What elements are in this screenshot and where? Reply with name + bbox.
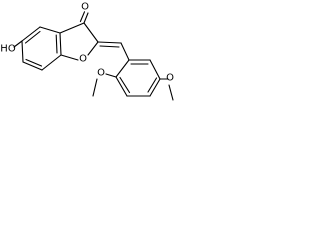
hydroxyl-label: HO (0, 44, 16, 55)
bond-c7-c7a (41, 54, 62, 71)
dimethoxyphenyl-ring (115, 42, 161, 97)
bond-c2p-c3p (115, 76, 128, 97)
bond-c3a-c4 (39, 26, 61, 34)
bond-para-methoxy-o-ch3 (168, 84, 174, 101)
bond-c3-carbonyl (83, 12, 89, 24)
bond-c5-hydroxyl (13, 40, 23, 48)
bond-c6-c7 (22, 61, 43, 71)
bond-c6-c7-double (25, 58, 43, 67)
bond-c2-exo-double (99, 45, 120, 48)
bond-exo-c1p (120, 42, 130, 61)
ring-oxygen-label: O (79, 54, 87, 65)
bond-c7a-c3a-double (55, 34, 58, 54)
bond-c2-exo (97, 41, 122, 44)
bond-c4p-c5p (149, 78, 161, 97)
bond-c4-c5-double (24, 30, 41, 44)
bond-c5-c6 (21, 40, 24, 63)
methoxy-para-oxygen-label: O (166, 73, 174, 84)
bond-c5p-c6p (149, 59, 161, 80)
bond-c3-carbonyl-double (79, 11, 86, 23)
bond-o1-c7a (60, 54, 79, 61)
substituent-bonds (13, 40, 174, 101)
atom-labels: O HO O O O (0, 2, 174, 84)
bond-c3a-c3 (59, 22, 85, 34)
bond-c2-o1 (87, 41, 99, 56)
bond-methoxy-o-ch3 (92, 78, 98, 97)
bond-c3-c2 (83, 22, 99, 43)
exocyclic-double-bond (97, 41, 122, 48)
methoxy-ortho-oxygen-label: O (97, 68, 105, 79)
benzofuranone-benzene-ring (21, 26, 62, 71)
bond-c1p-c2p (115, 59, 130, 78)
bond-c4-c5 (21, 26, 41, 42)
bond-c4p-c5p-double (147, 77, 158, 93)
bond-c2p-methoxy-o (105, 73, 117, 78)
molecule-structure-diagram: O HO O O O (0, 2, 174, 101)
bond-c7a-c3a (59, 32, 62, 56)
carbonyl-oxygen-label: O (81, 2, 89, 13)
furanone-ring (59, 11, 99, 61)
bond-c2p-c3p-double (119, 76, 131, 94)
